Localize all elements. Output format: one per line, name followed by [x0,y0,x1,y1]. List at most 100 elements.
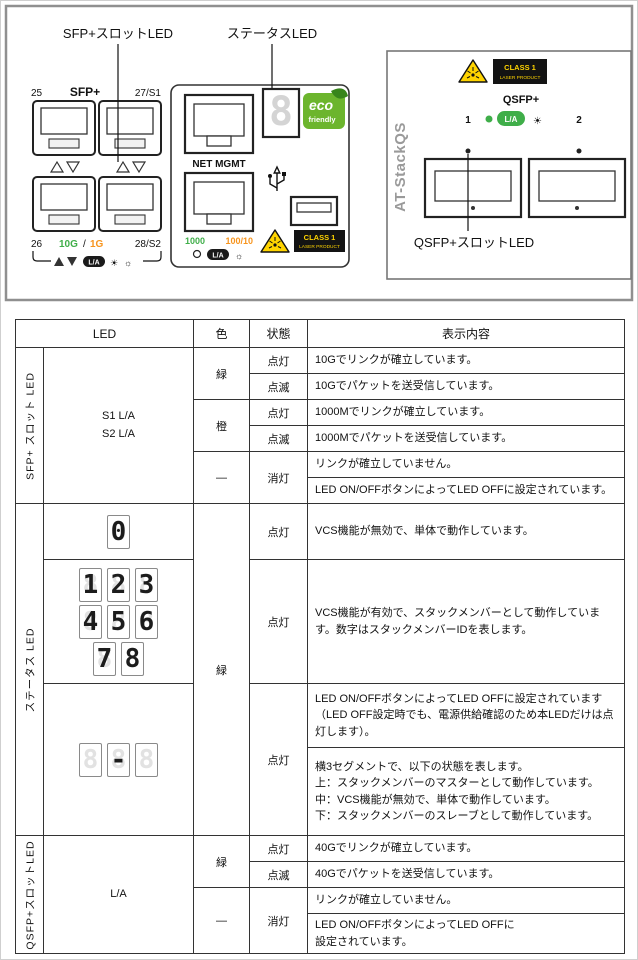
sun-icon: ☀ [533,116,542,127]
qsfp-box: CLASS 1 LASER PRODUCT AT-StackQS QSFP+ 1… [386,50,632,280]
header-desc: 表示内容 [307,319,625,348]
desc-cell: LED ON/OFFボタンによってLED OFFに設定されています （LED O… [307,683,625,748]
table-row: 点滅 10Gでパケットを送受信しています。 [16,373,625,400]
table-row: 横3セグメントで、以下の状態を表します。 上：スタックメンバーのマスターとして動… [16,747,625,836]
seven-segment-digit-off: 8 [79,742,102,777]
table-row: LED ON/OFFボタンによってLED OFFに設定されています。 [16,477,625,504]
group-label-sfp-slot-led: SFP+ スロット LED [15,347,44,504]
state-cell: 点灯 [249,503,308,560]
state-cell: 点滅 [249,425,308,452]
svg-text:LASER PRODUCT: LASER PRODUCT [500,75,541,81]
down-triangle-icon [67,257,77,266]
sfp-title: SFP+ [70,85,100,99]
sfp-module-25 [32,100,96,156]
header-state: 状態 [249,319,308,348]
state-cell: 消灯 [249,451,308,504]
desc-cell: リンクが確立していません。 [307,887,625,914]
speed-separator: / [83,239,86,250]
desc-cell: 10Gでパケットを送受信しています。 [307,373,625,400]
laser-warning-icon [458,59,488,83]
desc-cell: 横3セグメントで、以下の状態を表します。 上：スタックメンバーのマスターとして動… [307,747,625,836]
la-badge [207,249,229,260]
table-row: 橙 点灯 1000Mでリンクが確立しています。 [16,399,625,452]
sun-outline-icon: ☼ [235,251,243,261]
la-badge [83,256,105,267]
usb-port [289,195,339,227]
group-label-status-led: ステータス LED [15,503,44,836]
la-badge-label: L/A [88,260,99,267]
laser-warning-icon [260,229,290,253]
callout-status-led: ステータスLED [227,26,317,41]
port-up-down-markers [49,160,147,174]
color-cell: 緑 [193,347,250,400]
net-mgmt-port [183,93,255,155]
table-row: 点滅 40Gでパケットを送受信しています。 [16,861,625,888]
class1-laser-label: CLASS 1 LASER PRODUCT [294,230,345,252]
group-label-text: SFP+ スロット LED [24,371,36,480]
speed-1g-label: 1G [90,239,104,250]
speed-10g-label: 10G [59,239,78,250]
panel-diagram: 25 SFP+ 27/S1 [4,4,634,302]
desc-cell: 10Gでリンクが確立しています。 [307,347,625,374]
desc-cell: リンクが確立していません。 [307,451,625,478]
qsfp-port-1 [423,157,523,219]
sfp-port-block: 25 SFP+ 27/S1 [31,85,162,268]
la-badge-label: L/A [212,253,223,260]
qsfp-slot-led-1 [465,148,471,154]
sfp-led-line2: S2 L/A [101,427,136,440]
la-badge-label: L/A [505,115,518,124]
class1-laser-label: CLASS 1 LASER PRODUCT [493,59,547,84]
state-cell: 点灯 [249,399,308,426]
sun-outline-icon: ☼ [124,258,132,268]
callout-qsfp-slot-led: QSFP+スロットLED [414,235,534,250]
desc-cell: 1000Mでパケットを送受信しています。 [307,425,625,452]
sfp-module-26 [32,176,96,232]
table-row: SFP+ スロット LED S1 L/A S2 L/A 緑 点灯 10Gでリンク… [15,347,625,504]
state-cell: 点灯 [249,559,308,684]
status-seven-segment-display: 8 [261,87,301,139]
group-label-qsfp-slot-led: QSFP+スロットLED [15,835,44,954]
group-label-text: QSFP+スロットLED [24,839,36,950]
desc-cell: LED ON/OFFボタンによってLED OFFに 設定されています。 [307,913,625,954]
state-cell: 点灯 [249,347,308,374]
sfp-led-line1: S1 L/A [101,409,136,422]
desc-cell: LED ON/OFFボタンによってLED OFFに設定されています。 [307,477,625,504]
qsfp-port1-number: 1 [465,115,471,126]
port-number-26: 26 [31,239,43,250]
svg-text:LASER PRODUCT: LASER PRODUCT [299,244,340,250]
header-color: 色 [193,319,250,348]
led-ring-icon [192,249,202,259]
speed-100-10-label: 100/10 [225,236,253,246]
speed-1000-label: 1000 [185,236,205,246]
desc-cell: 1000Mでリンクが確立しています。 [307,399,625,426]
qsfp-port2-number: 2 [576,115,582,126]
state-cell: 消灯 [249,887,308,954]
table-row: 点滅 1000Mでパケットを送受信しています。 [16,425,625,452]
color-cell: ― [193,887,250,954]
seven-segment-digit-off: 8 [135,742,158,777]
ethernet-port [183,171,255,233]
svg-text:CLASS 1: CLASS 1 [504,63,536,72]
state-cell: 点滅 [249,373,308,400]
color-cell: 橙 [193,399,250,452]
callout-sfp-slot-led: SFP+スロットLED [63,26,173,41]
state-cell: 点灯 [249,835,308,862]
desc-cell: 40Gでパケットを送受信しています。 [307,861,625,888]
port-number-28s2: 28/S2 [135,239,162,250]
qsfp-title: QSFP+ [503,94,539,106]
desc-cell: VCS機能が有効で、スタックメンバーとして動作しています。数字はスタックメンバー… [307,559,625,684]
header-led: LED [15,319,194,348]
group-label-text: ステータス LED [24,627,36,712]
desc-cell: 40Gでリンクが確立しています。 [307,835,625,862]
color-cell: 緑 [193,835,250,888]
seven-segment-ghost-digit: 8 [269,89,293,135]
table-row: LED ON/OFFボタンによってLED OFFに 設定されています。 [16,913,625,954]
color-cell: 緑 [193,503,250,836]
